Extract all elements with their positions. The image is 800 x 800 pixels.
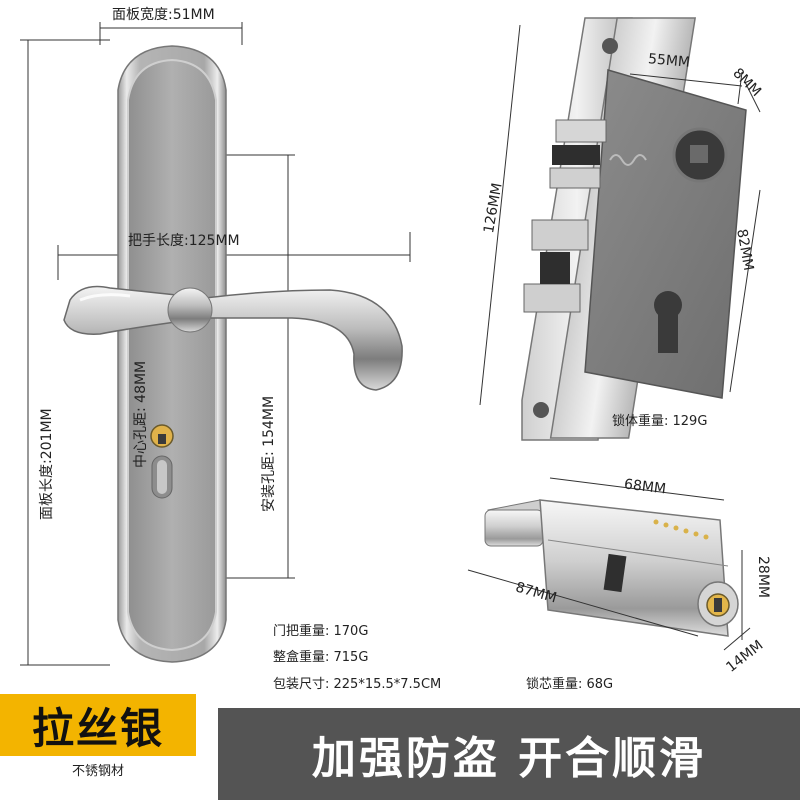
finish-badge	[0, 694, 196, 756]
handle-length-label: 把手长度:125MM	[128, 233, 240, 249]
slogan-text: 加强防盗 开合顺滑	[311, 733, 707, 784]
cylinder-height-label: 28MM	[755, 556, 771, 598]
package-size: 包装尺寸: 225*15.5*7.5CM	[273, 677, 442, 692]
lock-body-weight: 锁体重量: 129G	[612, 414, 708, 429]
handle-weight: 门把重量: 170G	[273, 624, 369, 639]
lock-cylinder-illustration	[484, 499, 739, 637]
panel-width-label: 面板宽度:51MM	[112, 7, 215, 23]
panel-length-label: 面板长度:201MM	[39, 408, 55, 520]
cylinder-weight: 锁芯重量: 68G	[526, 677, 614, 692]
center-hole-label: 中心孔距: 48MM	[133, 360, 149, 468]
slogan-banner	[218, 708, 800, 800]
install-hole-label: 安装孔距: 154MM	[261, 395, 277, 512]
finish-title: 拉丝银	[31, 703, 164, 753]
box-weight: 整盒重量: 715G	[273, 650, 369, 665]
product-illustration	[20, 17, 761, 666]
material-label: 不锈钢材	[71, 764, 124, 779]
body-depth-label: 55MM	[647, 51, 691, 71]
